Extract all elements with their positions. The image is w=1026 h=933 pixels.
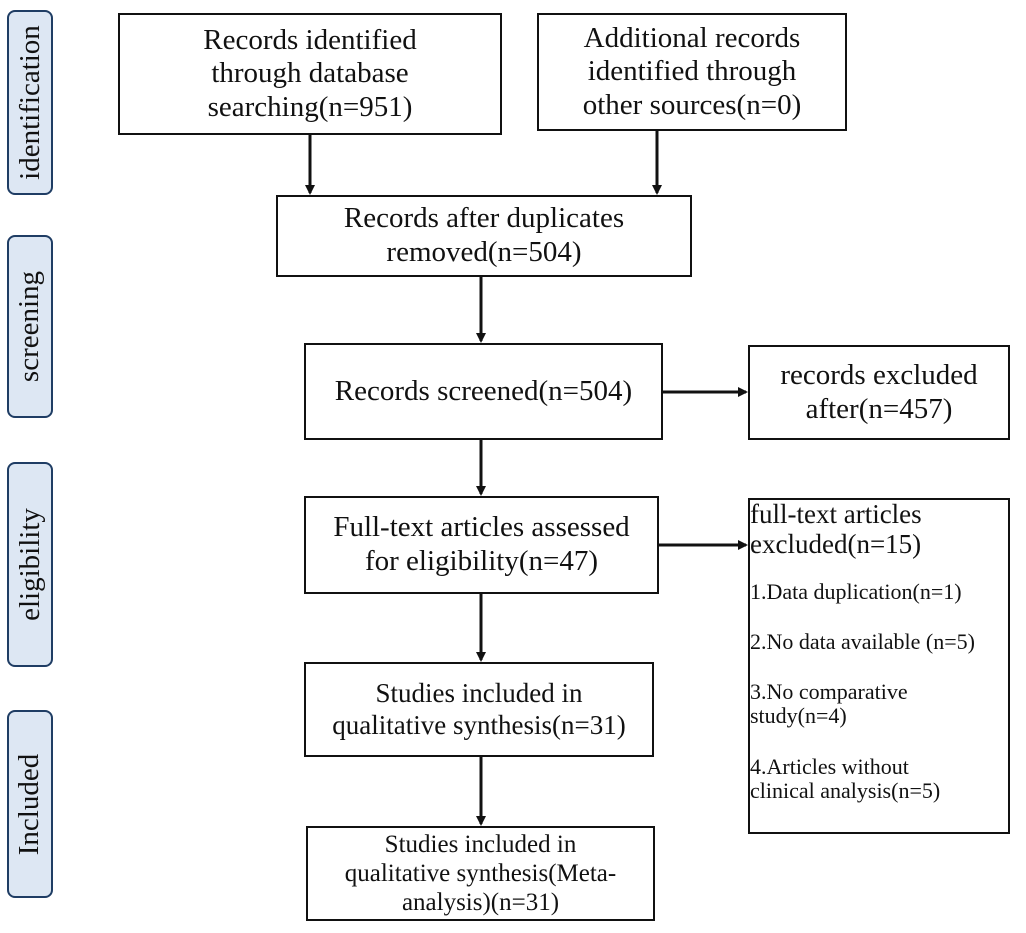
fulltext-excluded-title: full-text articles excluded(n=15)	[750, 499, 922, 559]
exclusion-reason-4: 4.Articles without clinical analysis(n=5…	[750, 754, 941, 804]
box-records-excluded-text: records excluded after(n=457)	[780, 358, 978, 425]
phase-label-included: Included	[7, 710, 53, 898]
box-duplicates-removed: Records after duplicates removed(n=504)	[276, 195, 692, 277]
box-fulltext-excluded: full-text articles excluded(n=15) 1.Data…	[748, 498, 1010, 834]
box-records-excluded: records excluded after(n=457)	[748, 345, 1010, 440]
exclusion-reason-3: 3.No comparative study(n=4)	[750, 679, 908, 729]
phase-label-identification: identification	[7, 10, 53, 195]
box-other-sources: Additional records identified through ot…	[537, 13, 847, 131]
box-fulltext-assessed-text: Full-text articles assessed for eligibil…	[333, 511, 630, 577]
box-qualitative-synthesis: Studies included in qualitative synthesi…	[304, 662, 654, 757]
box-records-screened: Records screened(n=504)	[304, 343, 663, 440]
box-database-records-text: Records identified through database sear…	[203, 23, 417, 123]
box-other-sources-text: Additional records identified through ot…	[582, 21, 802, 121]
exclusion-reason-1: 1.Data duplication(n=1)	[750, 579, 962, 604]
phase-label-screening: screening	[7, 235, 53, 418]
box-fulltext-assessed: Full-text articles assessed for eligibil…	[304, 496, 659, 594]
box-meta-analysis-text: Studies included in qualitative synthesi…	[344, 831, 617, 916]
exclusion-reason-2: 2.No data available (n=5)	[750, 629, 975, 654]
box-meta-analysis: Studies included in qualitative synthesi…	[306, 826, 655, 921]
box-duplicates-removed-text: Records after duplicates removed(n=504)	[343, 202, 625, 268]
box-database-records: Records identified through database sear…	[118, 13, 502, 135]
box-records-screened-text: Records screened(n=504)	[334, 374, 633, 407]
box-qualitative-synthesis-text: Studies included in qualitative synthesi…	[332, 678, 626, 740]
phase-label-eligibility: eligibility	[7, 462, 53, 667]
